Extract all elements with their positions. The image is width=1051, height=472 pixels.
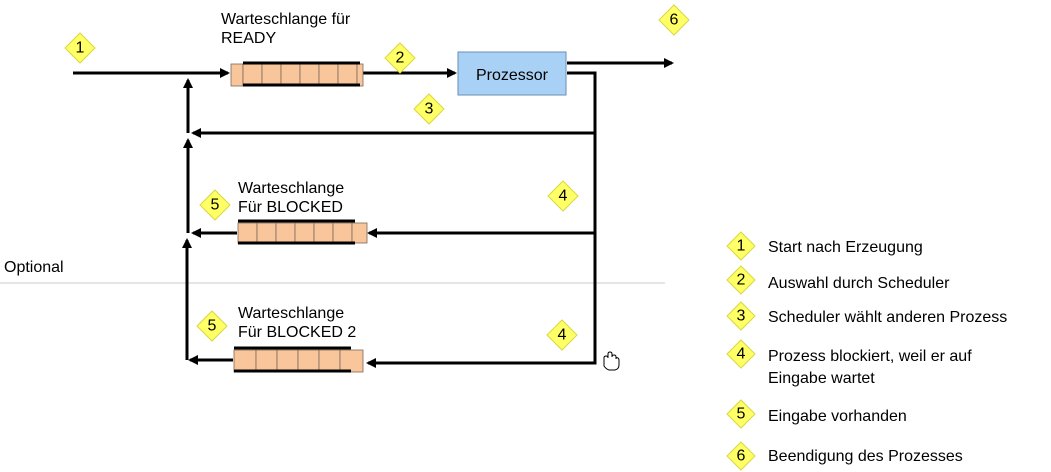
badge-block2: 4 [546, 319, 578, 351]
badge-input2: 5 [196, 310, 228, 342]
legend-item-6: 6 Beendigung des Prozesses [726, 441, 963, 471]
legend-text: Eingabe vorhanden [768, 408, 907, 425]
legend-text: Auswahl durch Scheduler [768, 275, 950, 292]
svg-text:1: 1 [737, 238, 746, 255]
ready-queue-label-line1: Warteschlange für [221, 11, 351, 28]
processor-box [457, 51, 567, 96]
blocked2-queue-label-line2: Für BLOCKED 2 [238, 324, 356, 341]
badge-input: 5 [199, 189, 231, 221]
blocked2-queue-label-line1: Warteschlange [238, 305, 344, 322]
legend-item-4: 4 Prozess blockiert, weil er auf Eingabe… [726, 339, 972, 387]
legend-item-3: 3 Scheduler wählt anderen Prozess [726, 301, 1007, 331]
svg-text:1: 1 [76, 40, 85, 57]
legend-text: Beendigung des Prozesses [768, 448, 963, 465]
svg-text:2: 2 [396, 50, 405, 67]
ready-queue [230, 61, 364, 87]
svg-text:3: 3 [425, 101, 434, 118]
legend-text: Start nach Erzeugung [768, 239, 923, 256]
legend-item-5: 5 Eingabe vorhanden [726, 399, 907, 429]
badge-block: 4 [547, 180, 579, 212]
svg-text:5: 5 [211, 197, 220, 214]
legend-text: Scheduler wählt anderen Prozess [768, 309, 1007, 326]
optional-label: Optional [4, 259, 64, 276]
legend-item-2: 2 Auswahl durch Scheduler [726, 265, 950, 295]
hand-cursor-icon [603, 351, 620, 371]
line-processor-down [372, 71, 597, 365]
ready-queue-label-line2: READY [221, 30, 276, 47]
svg-text:6: 6 [737, 448, 746, 465]
svg-text:4: 4 [737, 346, 746, 363]
svg-text:4: 4 [559, 188, 568, 205]
legend-text: Eingabe wartet [768, 370, 875, 387]
svg-text:5: 5 [737, 406, 746, 423]
svg-text:5: 5 [208, 318, 217, 335]
svg-text:3: 3 [737, 308, 746, 325]
blocked-queue-label-line1: Warteschlange [238, 180, 344, 197]
processor-label: Prozessor [476, 67, 549, 84]
badge-select: 2 [384, 42, 416, 74]
svg-text:6: 6 [670, 12, 679, 29]
legend-text: Prozess blockiert, weil er auf [768, 348, 972, 365]
blocked-queue-label-line2: Für BLOCKED [238, 199, 343, 216]
blocked-queue [237, 219, 368, 245]
badge-start: 1 [64, 32, 96, 64]
badge-end: 6 [658, 4, 690, 36]
legend-item-1: 1 Start nach Erzeugung [726, 231, 923, 261]
blocked2-queue [233, 346, 364, 373]
legend: 1 Start nach Erzeugung 2 Auswahl durch S… [726, 231, 1007, 471]
svg-text:2: 2 [737, 272, 746, 289]
svg-text:4: 4 [558, 327, 567, 344]
badge-preempt: 3 [413, 93, 445, 125]
